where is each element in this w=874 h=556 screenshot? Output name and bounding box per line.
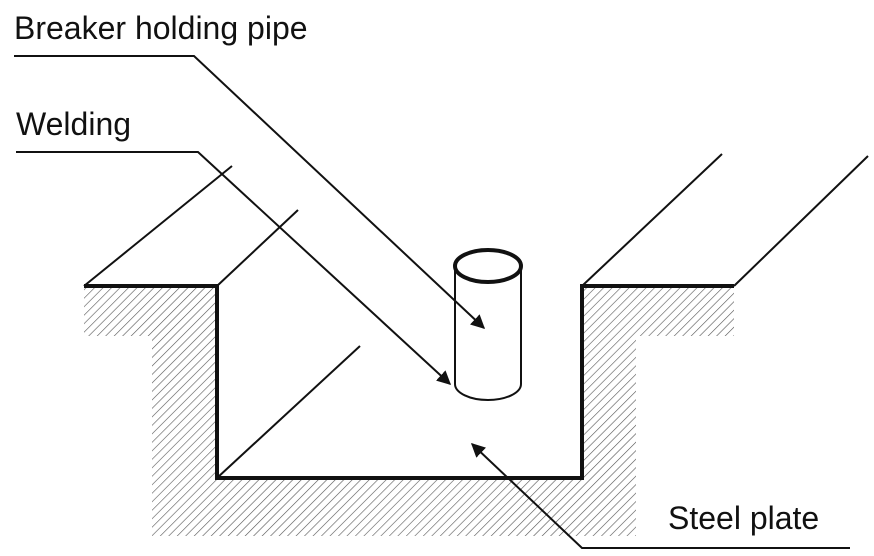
perspective-edges xyxy=(83,153,869,479)
breaker-holding-pipe-label: Breaker holding pipe xyxy=(14,10,308,46)
pit-outline xyxy=(84,284,734,480)
breaker-pipe xyxy=(453,248,523,401)
welding-label: Welding xyxy=(16,106,132,142)
ground-hatch xyxy=(84,286,734,536)
leader-lines xyxy=(14,55,850,549)
welding-leader xyxy=(16,151,452,385)
steel-plate-leader xyxy=(470,443,850,549)
breaker-leader xyxy=(14,55,486,329)
steel-plate-label: Steel plate xyxy=(668,500,820,536)
